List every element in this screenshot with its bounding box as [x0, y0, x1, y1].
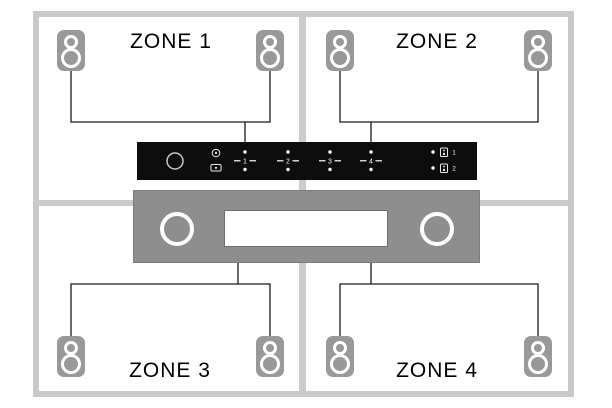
tweeter-icon: [263, 35, 277, 49]
zone3-right-speaker: [256, 336, 284, 377]
power-indicator-icon: [211, 148, 221, 158]
tweeter-icon: [531, 35, 545, 49]
zone1-label: ZONE 1: [130, 30, 212, 53]
amp-display-window: [224, 210, 388, 247]
zone1-wire: [70, 71, 271, 144]
woofer-icon: [61, 354, 81, 374]
output-number: 2: [452, 167, 456, 173]
tweeter-icon: [263, 341, 277, 355]
selector-faceplate: 1 2 3 4: [166, 147, 456, 173]
tweeter-icon: [531, 341, 545, 355]
woofer-icon: [330, 48, 350, 68]
zone2-wire: [339, 71, 539, 144]
tweeter-icon: [333, 341, 347, 355]
output-indicator-1: 1: [431, 147, 456, 157]
woofer-icon: [330, 354, 350, 374]
output-indicator-2: 2: [431, 163, 456, 173]
woofer-icon: [528, 48, 548, 68]
speaker-selector-unit: 1 2 3 4: [137, 142, 477, 180]
zone2-right-speaker: [524, 30, 552, 71]
zone4-label: ZONE 4: [396, 359, 478, 382]
woofer-icon: [61, 48, 81, 68]
woofer-icon: [260, 48, 280, 68]
channel-group-1: 1: [234, 150, 256, 172]
zone3-wire: [70, 262, 271, 336]
zone4-right-speaker: [524, 336, 552, 377]
zone1-left-speaker: [57, 30, 85, 71]
channel-group-2: 2: [277, 150, 299, 172]
ir-sensor-icon: [210, 164, 222, 172]
speaker-output-icon: [440, 163, 448, 173]
tweeter-icon: [333, 35, 347, 49]
amp-left-knob: [160, 212, 194, 246]
zone4-wire: [339, 262, 539, 336]
amplifier-unit: [133, 190, 480, 263]
zone4-left-speaker: [326, 336, 354, 377]
tweeter-icon: [64, 341, 78, 355]
woofer-icon: [528, 354, 548, 374]
woofer-icon: [260, 354, 280, 374]
outer-wall-frame: [33, 11, 574, 397]
channel-group-3: 3: [319, 150, 341, 172]
zone3-left-speaker: [57, 336, 85, 377]
output-number: 1: [452, 151, 456, 157]
zone3-label: ZONE 3: [129, 359, 211, 382]
zone2-left-speaker: [326, 30, 354, 71]
channel-number: 3: [328, 158, 332, 165]
selector-volume-knob: [166, 152, 184, 170]
channel-number: 4: [369, 158, 373, 165]
speaker-output-icon: [440, 147, 448, 157]
channel-group-4: 4: [360, 150, 382, 172]
zone1-right-speaker: [256, 30, 284, 71]
channel-number: 2: [286, 158, 290, 165]
amp-right-knob: [420, 212, 454, 246]
channel-number: 1: [243, 158, 247, 165]
tweeter-icon: [64, 35, 78, 49]
zone2-label: ZONE 2: [396, 30, 478, 53]
